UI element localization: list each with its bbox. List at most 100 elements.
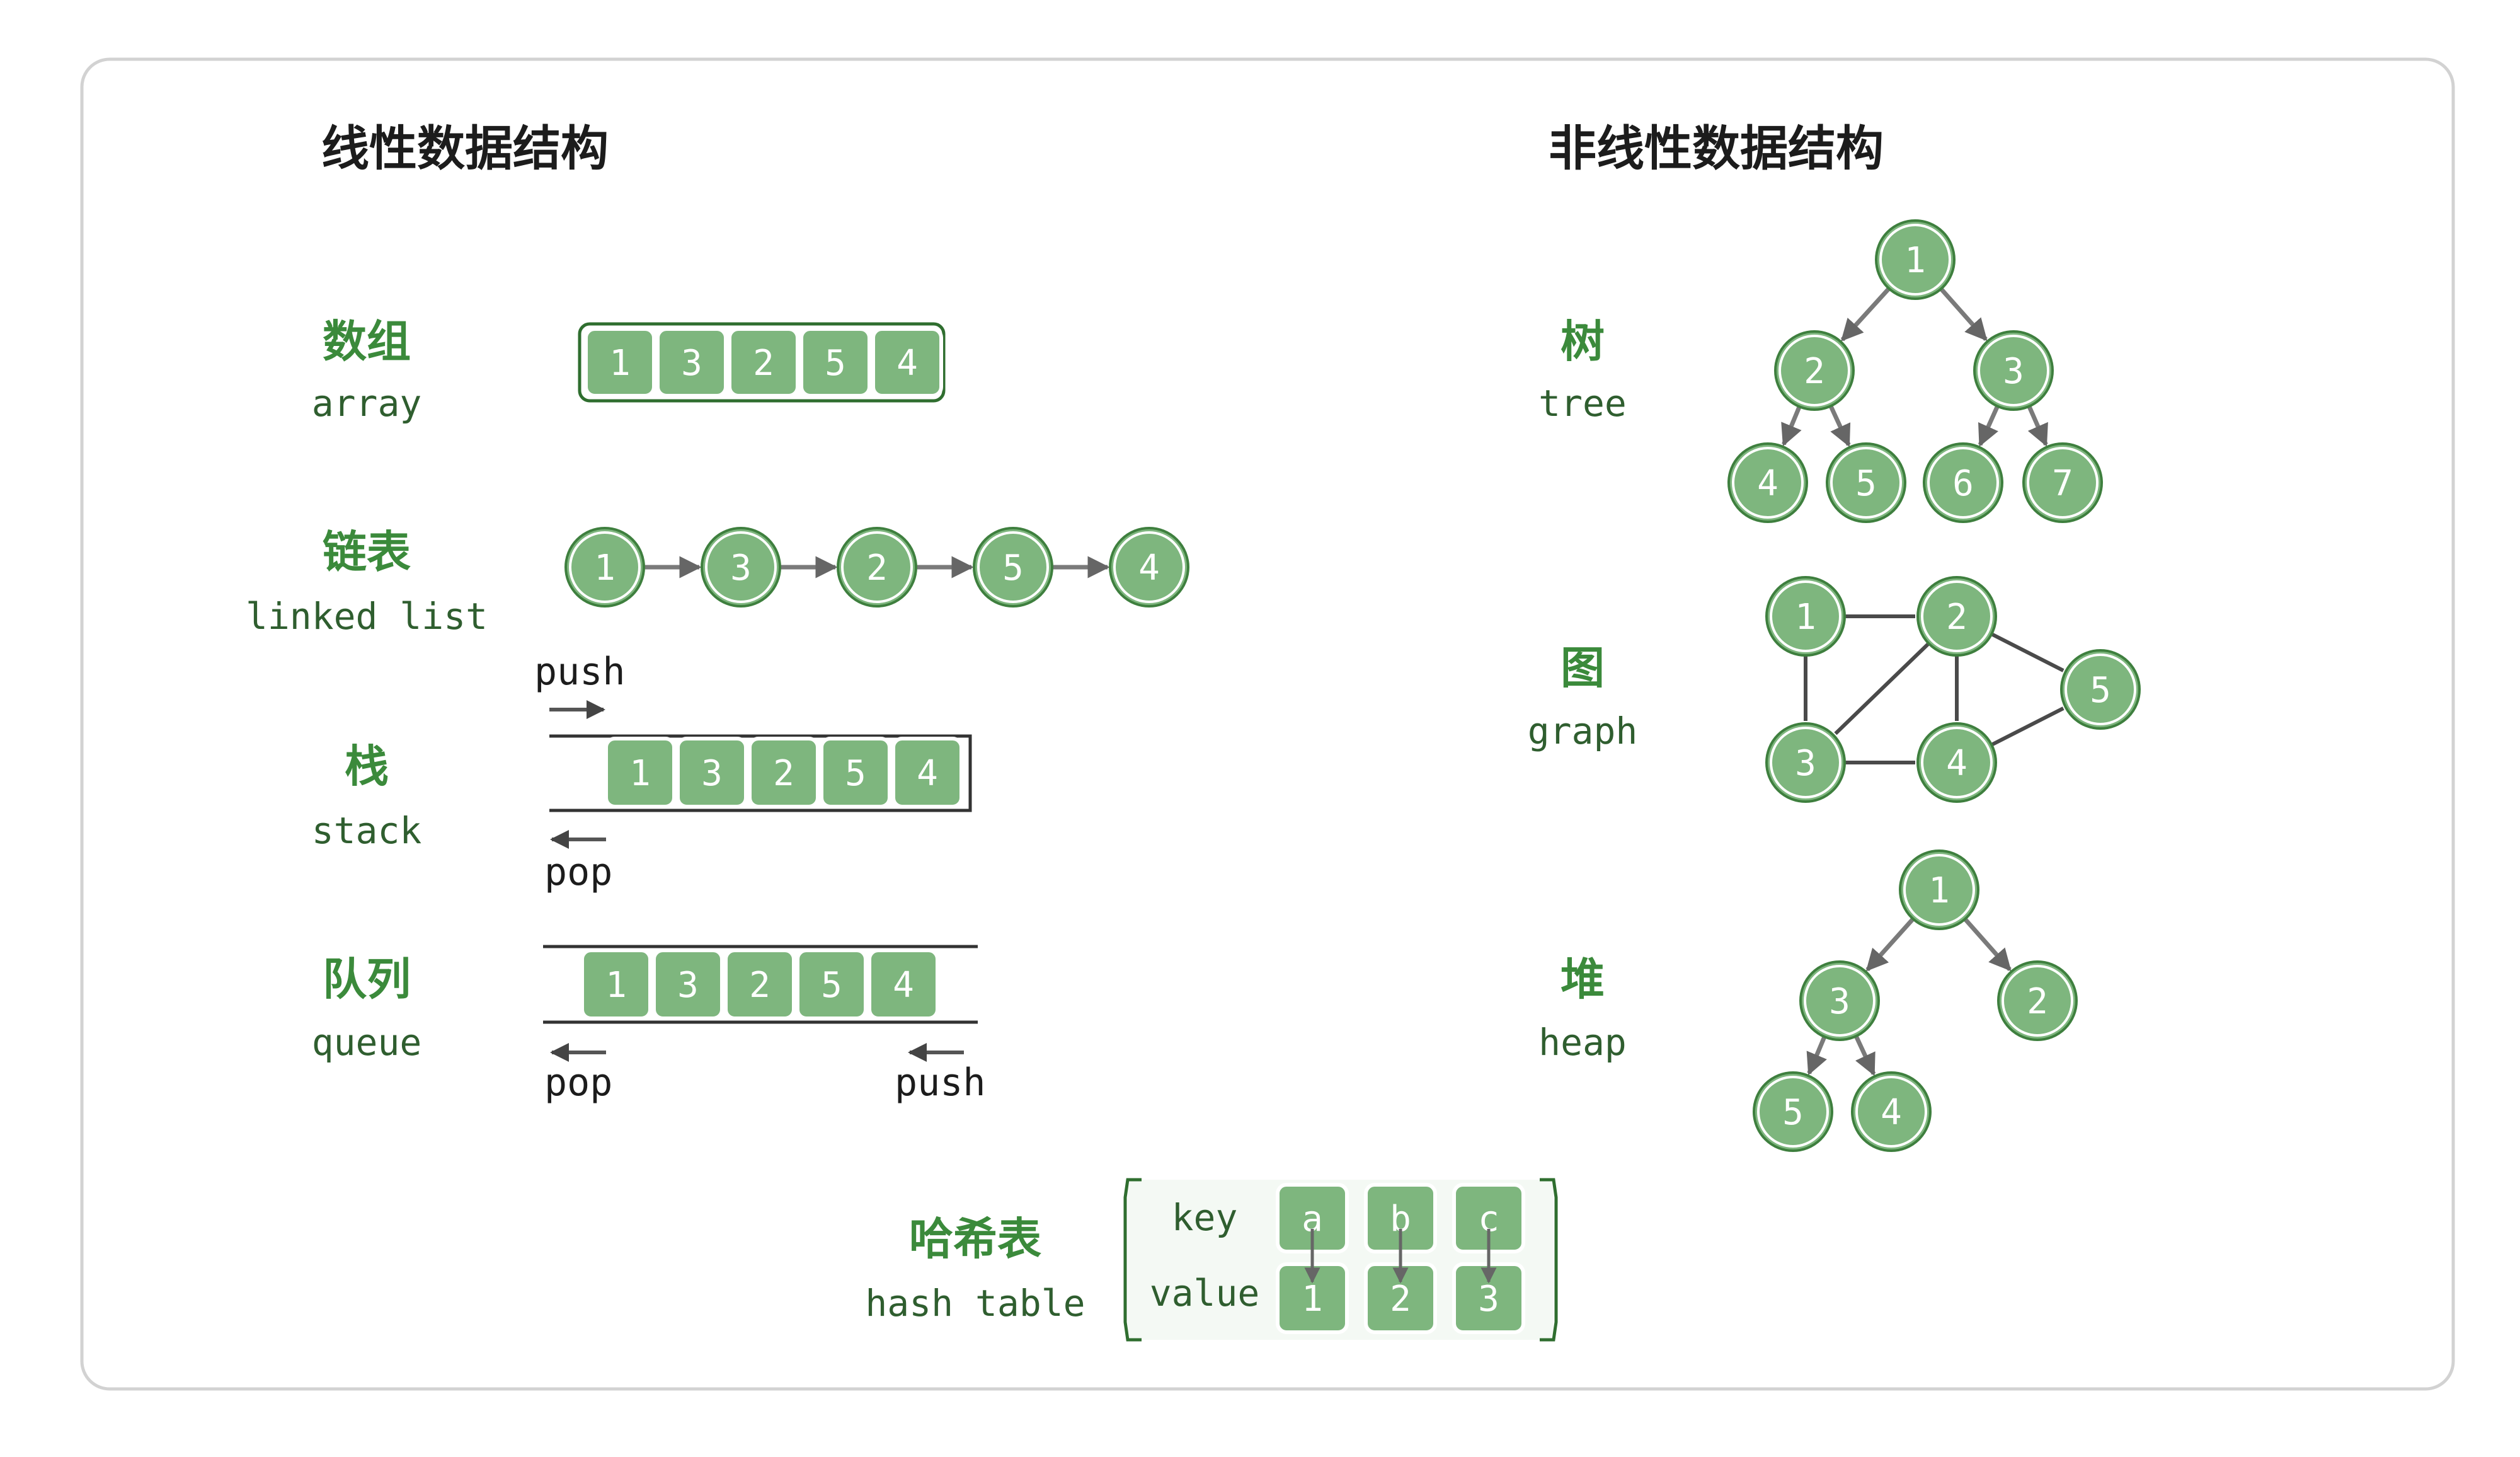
- tree-node-2-circle: [1774, 330, 1855, 411]
- linked-list-node-2: 3: [701, 527, 781, 608]
- tree-node-3-circle: [1973, 330, 2054, 411]
- queue-cell-5: 4: [868, 948, 939, 1020]
- stack-cell-5-value: 4: [917, 753, 938, 794]
- graph-node-5-circle: [2060, 649, 2141, 730]
- array-cell-3: 2: [728, 327, 799, 398]
- graph-node-2-circle: [1916, 576, 1997, 657]
- stack-cell-2: 3: [676, 737, 748, 809]
- heap-node-1-value: 1: [1928, 870, 1950, 911]
- queue-cell-1: 1: [580, 948, 652, 1020]
- graph-node-3-circle: [1765, 722, 1846, 803]
- linked-list-node-4-circle: [973, 527, 1053, 608]
- heap-node-5: 4: [1851, 1071, 1932, 1152]
- linked-list-node-5-circle: [1109, 527, 1189, 608]
- queue-label-en: queue: [312, 1021, 422, 1064]
- array-cell-1-value: 1: [609, 343, 631, 384]
- queue-label-cn: 队列: [323, 953, 411, 1005]
- stack-frame: [549, 734, 972, 812]
- linked-list-node-1: 1: [564, 527, 645, 608]
- stack-cell-3-box: [748, 737, 820, 809]
- stack-cell-1-value: 1: [629, 753, 651, 794]
- tree-edge-2: [1939, 287, 1988, 342]
- stack-cell-1: 1: [604, 737, 676, 809]
- tree-node-6-value: 6: [1952, 463, 1974, 504]
- graph-node-5: 5: [2060, 649, 2141, 730]
- linked-list-label-en: linked list: [246, 595, 488, 638]
- tree-node-5-circle: [1826, 442, 1906, 523]
- queue-cell-4-box: [796, 948, 868, 1020]
- tree-label-cn: 树: [1561, 316, 1605, 367]
- linear-heading: 线性数据结构: [321, 120, 609, 176]
- heap-edge-4: [1854, 1035, 1876, 1076]
- queue-cell-4-value: 5: [821, 965, 842, 1006]
- hash-key-cell-3: c: [1452, 1183, 1525, 1253]
- tree-node-5: 5: [1826, 442, 1906, 523]
- tree-node-2: 2: [1774, 330, 1855, 411]
- array-cell-5: 4: [871, 327, 943, 398]
- stack-cell-3-value: 2: [773, 753, 794, 794]
- nonlinear-heading: 非线性数据结构: [1549, 120, 1884, 176]
- linked-list-node-4-ring: [977, 531, 1049, 603]
- hash-table-right-bracket: [1540, 1178, 1558, 1342]
- tree-node-3: 3: [1973, 330, 2054, 411]
- stack-cell-4-box: [820, 737, 891, 809]
- heap-node-2-value: 3: [1829, 981, 1850, 1022]
- hash-value-cell-2-value: 2: [1390, 1279, 1411, 1320]
- tree-edge-4: [1828, 405, 1851, 447]
- graph-node-1-ring: [1770, 580, 1841, 652]
- stack-label-en: stack: [312, 809, 422, 852]
- stack-cell-1-box: [604, 737, 676, 809]
- graph-node-1-value: 1: [1795, 597, 1816, 638]
- stack-cell-4-value: 5: [845, 753, 866, 794]
- stack-cell-4: 5: [820, 737, 891, 809]
- queue-cell-4: 5: [796, 948, 868, 1020]
- hash-table-label-en: hash table: [865, 1282, 1085, 1325]
- heap-node-4-ring: [1757, 1076, 1829, 1148]
- linked-list-node-3: 2: [837, 527, 917, 608]
- graph-label-cn: 图: [1561, 642, 1605, 694]
- hash-table-left-bracket: [1123, 1178, 1142, 1342]
- tree-label-en: tree: [1538, 382, 1627, 425]
- tree-node-4-ring: [1732, 447, 1804, 519]
- tree-node-1-value: 1: [1904, 240, 1926, 281]
- hash-table-label-cn: 哈希表: [909, 1213, 1041, 1265]
- stack-label-cn: 栈: [345, 740, 389, 792]
- array-cell-5-box: [871, 327, 943, 398]
- heap-edge-1: [1865, 917, 1915, 972]
- graph-label-en: graph: [1528, 710, 1638, 752]
- linked-list-node-5-ring: [1113, 531, 1185, 603]
- heap-node-3-circle: [1997, 960, 2078, 1041]
- tree-node-1: 1: [1875, 219, 1956, 300]
- graph-node-1: 1: [1765, 576, 1846, 657]
- linked-list-node-3-ring: [841, 531, 913, 603]
- array-cell-4-value: 5: [825, 343, 846, 384]
- hash-key-cell-1: a: [1276, 1183, 1349, 1253]
- array-cell-5-value: 4: [896, 343, 918, 384]
- heap-node-5-circle: [1851, 1071, 1932, 1152]
- heap-node-1-circle: [1899, 849, 1979, 930]
- stack-pop-label: pop: [544, 850, 612, 894]
- queue-cell-5-value: 4: [893, 965, 914, 1006]
- heap-node-4-value: 5: [1782, 1092, 1804, 1133]
- heap-label-cn: 堆: [1561, 953, 1605, 1005]
- array-cell-4: 5: [799, 327, 871, 398]
- linked-list-node-4-value: 5: [1002, 548, 1024, 589]
- linked-list-node-2-circle: [701, 527, 781, 608]
- linked-list-node-4: 5: [973, 527, 1053, 608]
- linked-list-node-5: 4: [1109, 527, 1189, 608]
- queue-cell-2-value: 3: [677, 965, 699, 1006]
- graph-edge-3: [1834, 642, 1930, 735]
- queue-cell-1-box: [580, 948, 652, 1020]
- array-label-en: array: [312, 382, 422, 425]
- heap-node-2: 3: [1799, 960, 1880, 1041]
- tree-node-5-ring: [1830, 447, 1902, 519]
- heap-node-1: 1: [1899, 849, 1979, 930]
- graph-edge-7: [1990, 706, 2065, 747]
- graph-node-1-circle: [1765, 576, 1846, 657]
- tree-node-7-value: 7: [2052, 463, 2073, 504]
- graph-node-4-value: 4: [1946, 743, 1967, 784]
- linked-list-node-2-ring: [705, 531, 777, 603]
- array-cell-2: 3: [656, 327, 728, 398]
